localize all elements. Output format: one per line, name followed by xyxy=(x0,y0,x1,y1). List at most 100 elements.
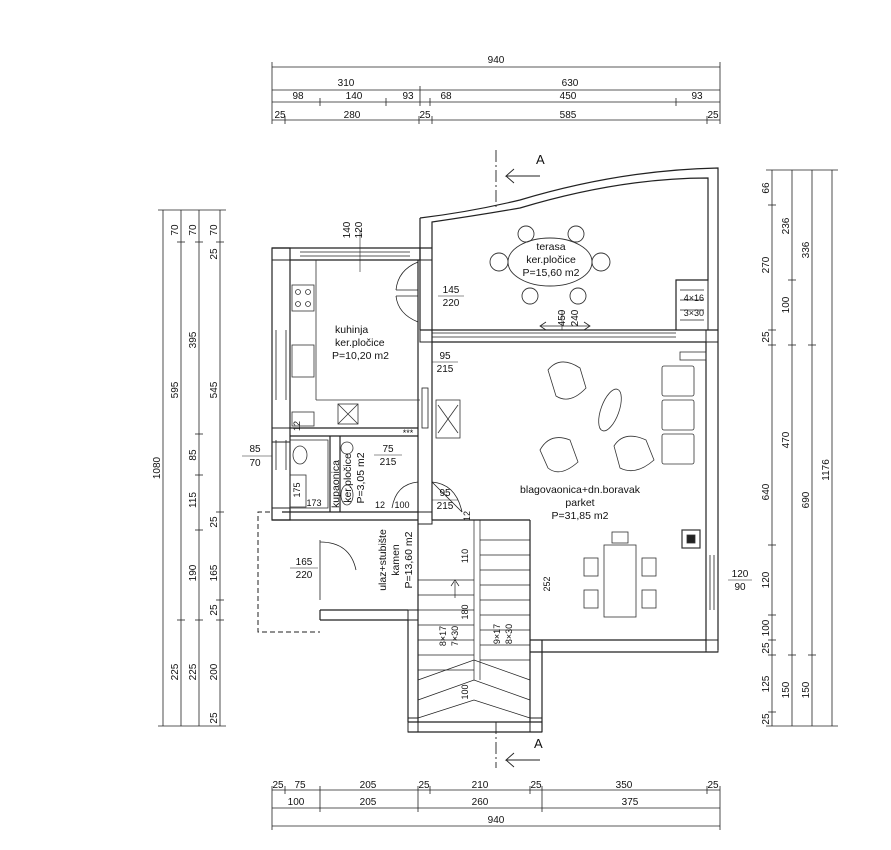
dim-label: 25 xyxy=(707,780,719,791)
dim-label: 1080 xyxy=(152,456,163,479)
dim-label: 70 xyxy=(188,224,199,236)
dim-label: 470 xyxy=(781,431,792,448)
dim-label: 100 xyxy=(781,296,792,313)
dim-label: 205 xyxy=(360,797,377,808)
bottom-dimension-labels: 25 75 205 25 210 25 350 25 100 205 260 3… xyxy=(272,780,719,826)
living-furniture xyxy=(435,351,707,473)
inner-dim: 173 xyxy=(306,498,321,508)
inner-dim: 12 xyxy=(462,511,472,521)
inner-dim: 12 xyxy=(375,500,385,510)
main-staircase xyxy=(417,520,531,719)
room-kuhinja-finish: ker.pločice xyxy=(335,337,385,349)
opening-width: 85 xyxy=(249,444,261,455)
room-terasa-name: terasa xyxy=(536,241,565,253)
opening-height: 220 xyxy=(443,298,460,309)
inner-dim: 180 xyxy=(460,604,470,619)
dim-label: 25 xyxy=(761,713,772,725)
dim-label: 210 xyxy=(472,780,489,791)
dim-label: 25 xyxy=(418,780,430,791)
terrace-dining-set xyxy=(489,225,611,305)
dim-label: 595 xyxy=(170,381,181,398)
room-labels: terasa ker.pločice P=15,60 m2 kuhinja ke… xyxy=(330,241,641,591)
dim-label: 25 xyxy=(209,516,220,528)
dim-label: 270 xyxy=(761,256,772,273)
dim-label: 336 xyxy=(801,241,812,258)
inner-dim: 12 xyxy=(292,421,302,431)
dim-label: 450 xyxy=(560,91,577,102)
dim-label: 375 xyxy=(622,797,639,808)
dim-label: 93 xyxy=(691,91,703,102)
opening-height: 90 xyxy=(734,582,746,593)
opening-height: 70 xyxy=(249,458,261,469)
dim-label: 93 xyxy=(402,91,414,102)
section-marker-top: A xyxy=(536,152,545,167)
dim-label: 940 xyxy=(488,815,505,826)
inner-dim: 100 xyxy=(394,500,409,510)
dim-label: 68 xyxy=(440,91,452,102)
dining-table-set xyxy=(583,529,701,618)
dim-label: 100 xyxy=(288,797,305,808)
opening-height: 215 xyxy=(437,364,454,375)
opening-height: 215 xyxy=(380,457,397,468)
dim-label: 395 xyxy=(188,331,199,348)
dim-label: 260 xyxy=(472,797,489,808)
dim-label: 100 xyxy=(761,619,772,636)
top-dimension-labels: 940 310 630 98 140 93 68 450 93 25 280 2… xyxy=(274,55,719,121)
inner-dim: 252 xyxy=(542,576,552,591)
dim-label: 640 xyxy=(761,483,772,500)
bottom-dimensions xyxy=(271,786,721,830)
dim-label: 25 xyxy=(272,780,284,791)
dim-label: 98 xyxy=(292,91,304,102)
room-ulaz-name: ulaz+stubište xyxy=(377,529,389,591)
dim-label: 140 xyxy=(346,91,363,102)
opening-height: 220 xyxy=(296,570,313,581)
opening-width: 145 xyxy=(443,285,460,296)
opening-labels xyxy=(242,230,752,581)
dim-label: 70 xyxy=(170,224,181,236)
stair-spec: 7×30 xyxy=(450,626,460,646)
inner-dim: 100 xyxy=(460,684,470,699)
dim-label: 545 xyxy=(209,381,220,398)
dim-label: 205 xyxy=(360,780,377,791)
room-kuhinja-name: kuhinja xyxy=(335,324,368,336)
room-kupaonica-finish: ker.pločice xyxy=(342,453,354,503)
opening-width: 165 xyxy=(296,557,313,568)
dim-label: 585 xyxy=(560,110,577,121)
inner-dim: 175 xyxy=(292,482,302,497)
dim-label: 200 xyxy=(209,663,220,680)
dim-label: 66 xyxy=(761,182,772,194)
dim-label: 190 xyxy=(188,564,199,581)
terrace-door-arrow xyxy=(539,321,591,331)
opening-width: 75 xyxy=(382,444,394,455)
opening-width: 140 xyxy=(342,221,353,238)
dim-label: 310 xyxy=(338,78,355,89)
dim-label: 225 xyxy=(170,663,181,680)
openings xyxy=(275,251,715,610)
room-terasa-area: P=15,60 m2 xyxy=(523,267,580,279)
dim-label: 280 xyxy=(344,110,361,121)
right-dimension-labels: 66 270 25 640 120 100 25 125 25 236 100 … xyxy=(761,182,832,725)
room-kupaonica-name: kupaonica xyxy=(330,460,342,508)
kitchen-counter xyxy=(291,260,420,427)
dim-label: 150 xyxy=(781,681,792,698)
dim-label: 125 xyxy=(761,675,772,692)
room-kupaonica-area: P=3,05 m2 xyxy=(355,452,367,503)
opening-width: 450 xyxy=(557,309,568,326)
left-dimension-labels: 1080 70 595 225 70 395 85 115 190 225 70… xyxy=(152,224,220,724)
dim-label: 25 xyxy=(530,780,542,791)
opening-width: 95 xyxy=(439,351,451,362)
stair-spec: 3×30 xyxy=(684,308,704,318)
walls xyxy=(257,167,719,733)
bathroom-fixtures xyxy=(289,439,354,509)
dim-label: 165 xyxy=(209,564,220,581)
dim-label: 25 xyxy=(419,110,431,121)
dim-label: 25 xyxy=(707,110,719,121)
opening-width: 120 xyxy=(732,569,749,580)
inner-labels: 12 12 100 175 173 110 180 100 252 12 8×1… xyxy=(292,293,704,700)
dim-label: 350 xyxy=(616,780,633,791)
inner-dim: 110 xyxy=(460,549,470,563)
dim-label: 25 xyxy=(274,110,286,121)
stair-spec: 9×17 xyxy=(492,624,502,644)
opening-height: 120 xyxy=(354,221,365,238)
room-ulaz-area: P=13,60 m2 xyxy=(403,531,415,588)
